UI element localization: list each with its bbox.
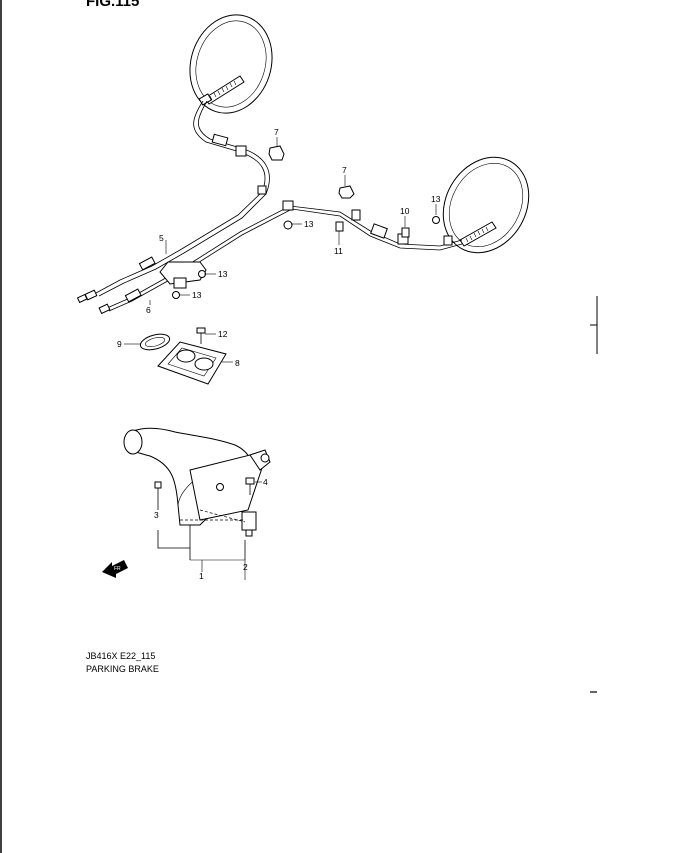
callout-8: 8: [235, 358, 240, 368]
bolt-10: [401, 227, 410, 238]
leader-lines: [124, 137, 437, 580]
bolt-4: [245, 477, 255, 495]
right-brake-backing-plate: [442, 156, 530, 254]
callout-7-right: 7: [342, 165, 347, 175]
cable-5: [76, 100, 270, 304]
callout-1: 1: [199, 571, 204, 581]
callout-3: 3: [154, 510, 159, 520]
diagram-name: PARKING BRAKE: [86, 664, 159, 674]
clamp-7-right: [338, 185, 355, 199]
cable-6: [98, 200, 463, 315]
callout-13-b: 13: [218, 269, 228, 279]
nut-13-c: [172, 291, 180, 299]
callout-9: 9: [117, 339, 122, 349]
callout-12: 12: [218, 329, 228, 339]
clamp-7-upper: [268, 145, 285, 161]
callout-13-a: 13: [304, 219, 314, 229]
callout-13-d: 13: [431, 194, 441, 204]
cable-bracket: [159, 261, 207, 289]
diagram-code: JB416X E22_115: [86, 651, 155, 661]
bolt-11: [335, 221, 344, 232]
callout-10: 10: [400, 206, 410, 216]
bolt-3: [154, 481, 162, 498]
callout-7-upper: 7: [274, 127, 279, 137]
callout-4: 4: [263, 477, 268, 487]
nut-13-a: [283, 220, 293, 230]
callout-labels: 1 2 3 4 5 6 7 7 8 9 10 11 12 13 13 13 13: [117, 127, 441, 581]
grommet-9: [139, 333, 171, 351]
figure-title: FIG.115: [86, 0, 139, 10]
svg-text:FR: FR: [114, 566, 121, 572]
front-arrow-icon: FR: [102, 560, 128, 578]
parking-brake-lever: [123, 427, 271, 526]
switch-2: [241, 511, 257, 537]
left-brake-backing-plate: [189, 14, 273, 114]
callout-11: 11: [334, 246, 343, 256]
lever-callout-brackets: [157, 498, 246, 560]
callout-5: 5: [159, 233, 164, 243]
bolt-12: [196, 327, 206, 344]
callout-13-c: 13: [192, 290, 202, 300]
callout-2: 2: [243, 562, 248, 572]
callout-6: 6: [146, 305, 151, 315]
plate-8: [157, 341, 227, 385]
nut-13-d: [432, 216, 440, 224]
